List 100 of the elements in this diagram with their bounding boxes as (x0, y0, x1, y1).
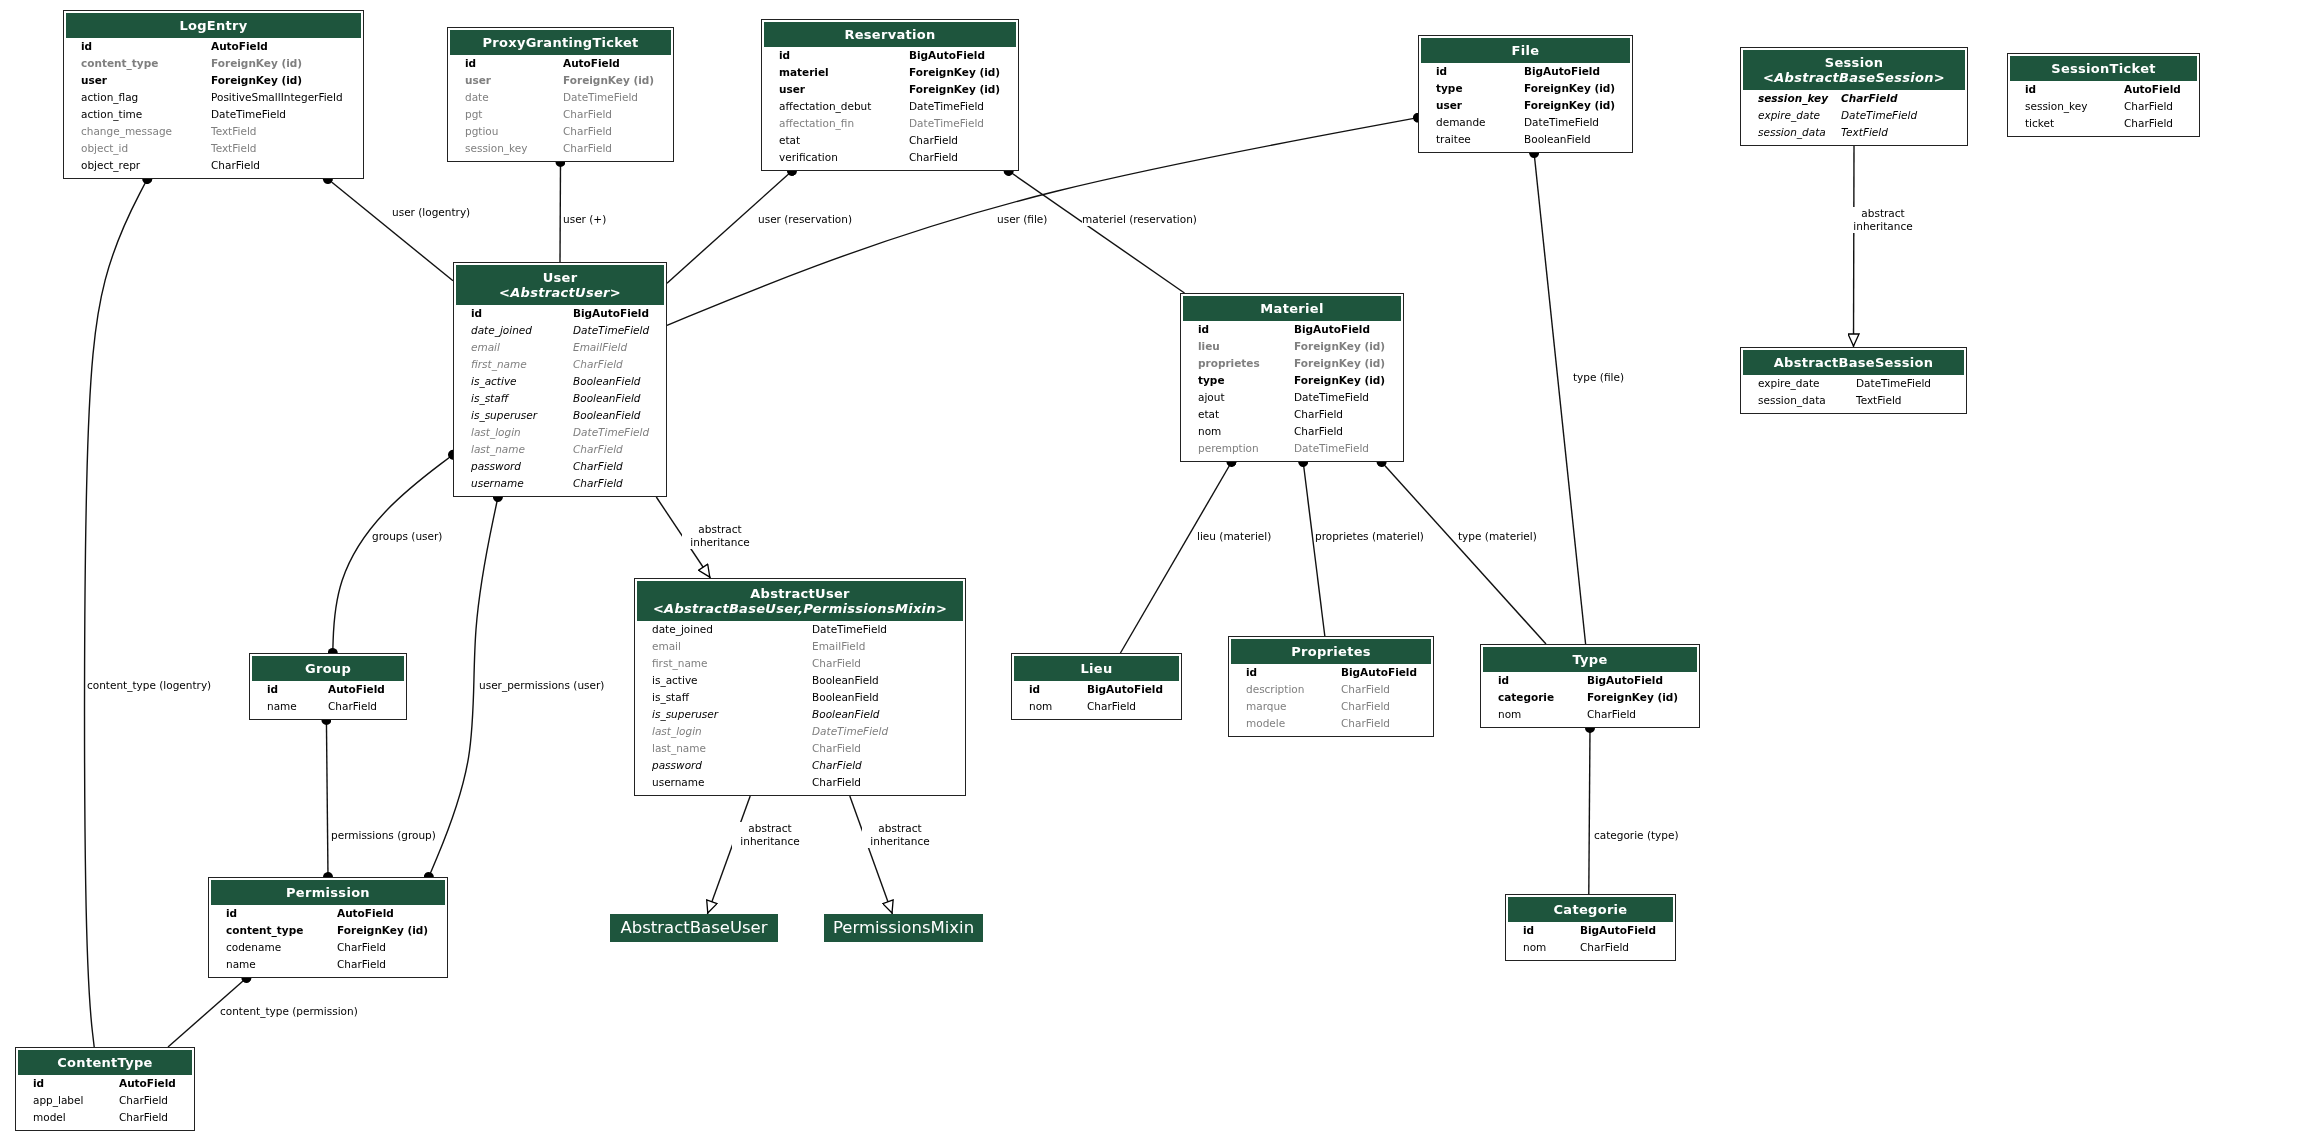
field-type: ForeignKey (id) (211, 73, 303, 88)
field-name: is_active (471, 374, 517, 390)
field-name: nom (1523, 940, 1547, 955)
field-type: CharField (812, 775, 861, 790)
field-type: CharField (1587, 707, 1636, 722)
model-table (63, 10, 364, 179)
field-name: object_id (81, 141, 129, 157)
edge-label: content_type (logentry) (87, 679, 212, 692)
edge-label: content_type (permission) (220, 1005, 358, 1018)
field-type: CharField (1841, 91, 1898, 106)
model-table (1505, 894, 1676, 961)
field-name: marque (1246, 699, 1287, 714)
field-type: ForeignKey (id) (1294, 356, 1386, 371)
field-name: session_key (1758, 91, 1828, 107)
field-type: DateTimeField (909, 116, 985, 131)
class-box: AbstractBaseUser (610, 914, 778, 942)
field-type: DateTimeField (1856, 376, 1932, 391)
field-type: DateTimeField (1524, 115, 1600, 130)
table-header: ContentType (18, 1050, 192, 1075)
field-type: DateTimeField (812, 724, 889, 739)
field-name: is_superuser (652, 707, 719, 723)
field-type: PositiveSmallIntegerField (211, 90, 343, 105)
field-name: affectation_debut (779, 99, 872, 115)
field-name: demande (1436, 115, 1486, 130)
field-name: password (652, 758, 703, 773)
field-name: email (471, 340, 500, 355)
field-type: DateTimeField (573, 425, 650, 440)
field-type: CharField (573, 476, 623, 491)
field-type: TextField (1841, 125, 1888, 140)
field-type: BooleanField (1524, 132, 1591, 147)
field-type: BooleanField (812, 690, 879, 705)
edge-label: type (file) (1573, 371, 1624, 384)
field-type: DateTimeField (1294, 441, 1370, 456)
field-name: is_staff (471, 391, 509, 407)
model-table (1740, 47, 1968, 146)
model-table (634, 578, 966, 796)
field-name: content_type (226, 923, 304, 939)
edge-label: categorie (type) (1594, 829, 1679, 842)
field-name: id (779, 48, 791, 63)
field-name: session_data (1758, 393, 1826, 409)
field-name: ajout (1198, 390, 1225, 405)
field-name: is_staff (652, 690, 689, 706)
field-type: CharField (909, 150, 958, 165)
field-name: last_name (652, 741, 706, 757)
field-type: CharField (328, 699, 377, 714)
field-type: ForeignKey (id) (1524, 98, 1616, 113)
table-header: User <AbstractUser> (456, 265, 664, 305)
field-name: is_superuser (471, 408, 538, 424)
field-name: id (267, 682, 279, 697)
field-type: CharField (337, 940, 386, 955)
field-type: CharField (1294, 407, 1343, 422)
field-type: ForeignKey (id) (1587, 690, 1679, 705)
field-name: etat (779, 133, 801, 148)
model-table (761, 19, 1019, 171)
edge-label: type (materiel) (1458, 530, 1537, 543)
class-box: PermissionsMixin (824, 914, 983, 942)
field-type: ForeignKey (id) (909, 82, 1001, 97)
field-type: CharField (1341, 716, 1390, 731)
field-name: id (471, 306, 483, 321)
field-name: change_message (81, 124, 173, 140)
field-name: nom (1198, 424, 1222, 439)
field-name: type (1198, 373, 1225, 388)
field-type: AutoField (328, 682, 385, 697)
field-type: BigAutoField (1087, 682, 1163, 697)
field-type: ForeignKey (id) (337, 923, 429, 938)
inheritance-arrow (1847, 145, 1860, 348)
field-type: CharField (2124, 99, 2173, 114)
table-header: Proprietes (1231, 639, 1431, 664)
field-type: CharField (573, 357, 623, 372)
table-header: AbstractUser <AbstractBaseUser,PermissionsMixin> (637, 581, 963, 621)
field-name: nom (1029, 699, 1053, 714)
field-name: affectation_fin (779, 116, 855, 132)
edge-label: proprietes (materiel) (1315, 530, 1424, 543)
field-name: verification (779, 150, 838, 165)
field-name: ticket (2025, 116, 2055, 131)
field-type: CharField (563, 141, 612, 156)
field-name: id (1198, 322, 1210, 337)
model-table (1480, 644, 1700, 728)
table-header: File (1421, 38, 1630, 63)
table-header: Reservation (764, 22, 1016, 47)
field-name: id (1498, 673, 1510, 688)
field-type: AutoField (119, 1076, 176, 1091)
edge-label: lieu (materiel) (1197, 530, 1272, 543)
field-name: session_key (465, 141, 528, 157)
field-type: CharField (1087, 699, 1136, 714)
field-name: user (81, 73, 108, 88)
field-name: type (1436, 81, 1463, 96)
field-type: CharField (573, 442, 623, 457)
field-name: first_name (652, 656, 708, 672)
field-name: content_type (81, 56, 159, 72)
field-type: TextField (211, 124, 257, 139)
field-type: BooleanField (573, 408, 641, 423)
field-name: session_data (1758, 125, 1826, 141)
model-table (2007, 53, 2200, 137)
field-name: username (652, 775, 705, 790)
field-name: app_label (33, 1093, 84, 1109)
table-header: Lieu (1014, 656, 1179, 681)
field-name: pgt (465, 107, 483, 122)
edge-label: user (reservation) (758, 213, 852, 226)
field-type: ForeignKey (id) (1294, 373, 1386, 388)
